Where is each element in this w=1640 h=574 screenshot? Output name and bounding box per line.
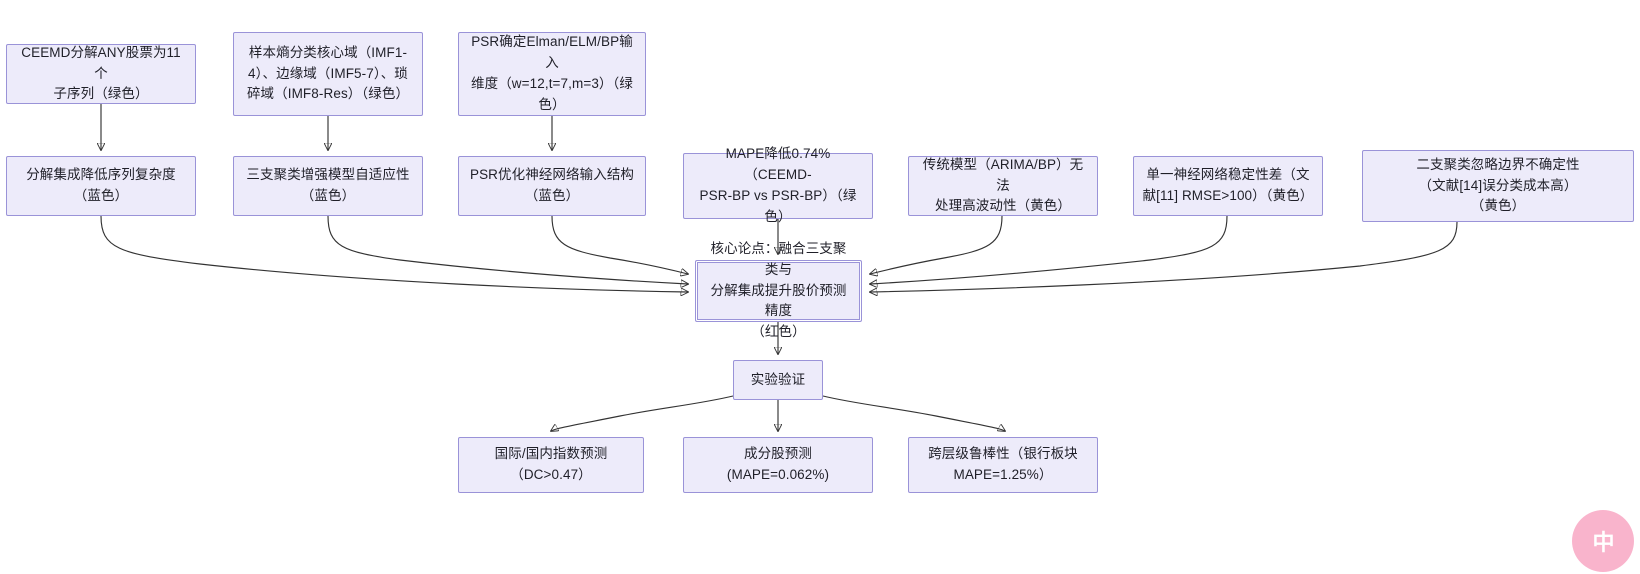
node-cross-level-robustness-result[interactable]: 跨层级鲁棒性（银行板块 MAPE=1.25%） bbox=[908, 437, 1098, 493]
edge-psrstruct-to-core bbox=[551, 215, 688, 274]
node-three-way-clustering-adaptivity[interactable]: 三支聚类增强模型自适应性 （蓝色） bbox=[233, 156, 423, 216]
node-single-nn-instability[interactable]: 单一神经网络稳定性差（文 献[11] RMSE>100）（黄色） bbox=[1133, 156, 1323, 216]
node-ceemd-decomposition[interactable]: CEEMD分解ANY股票为11个 子序列（绿色） bbox=[6, 44, 196, 104]
node-psr-input-dimension[interactable]: PSR确定Elman/ELM/BP输入 维度（w=12,t=7,m=3）（绿 色… bbox=[458, 32, 646, 116]
node-mape-reduction[interactable]: MAPE降低0.74%（CEEMD- PSR-BP vs PSR-BP）（绿 色… bbox=[683, 146, 873, 224]
node-reduce-sequence-complexity[interactable]: 分解集成降低序列复杂度 （蓝色） bbox=[6, 156, 196, 216]
node-index-forecast-result[interactable]: 国际/国内指数预测 （DC>0.47） bbox=[458, 437, 644, 493]
edge-adaptive-to-core bbox=[327, 215, 688, 284]
edge-complexity-to-core bbox=[100, 215, 688, 292]
edge-singlenn-to-core bbox=[870, 215, 1228, 284]
node-experimental-verification[interactable]: 实验验证 bbox=[733, 360, 823, 400]
edge-twoway-to-core bbox=[870, 221, 1458, 292]
edge-experiment-to-robustness bbox=[822, 395, 1005, 431]
node-sample-entropy-classification[interactable]: 样本熵分类核心域（IMF1- 4）、边缘域（IMF5-7）、琐 碎域（IMF8-… bbox=[233, 32, 423, 116]
node-traditional-model-limitation[interactable]: 传统模型（ARIMA/BP）无法 处理高波动性（黄色） bbox=[908, 156, 1098, 216]
edge-traditional-to-core bbox=[870, 215, 1003, 274]
edge-experiment-to-index bbox=[551, 395, 734, 431]
node-psr-optimize-nn-structure[interactable]: PSR优化神经网络输入结构 （蓝色） bbox=[458, 156, 646, 216]
watermark-badge: 中 bbox=[1572, 510, 1634, 572]
node-core-thesis[interactable]: 核心论点：融合三支聚类与 分解集成提升股价预测精度 （红色） bbox=[695, 241, 862, 339]
node-two-way-clustering-limitation[interactable]: 二支聚类忽略边界不确定性 （文献[14]误分类成本高） （黄色） bbox=[1362, 150, 1634, 222]
node-constituent-stock-forecast-result[interactable]: 成分股预测 (MAPE=0.062%) bbox=[683, 437, 873, 493]
